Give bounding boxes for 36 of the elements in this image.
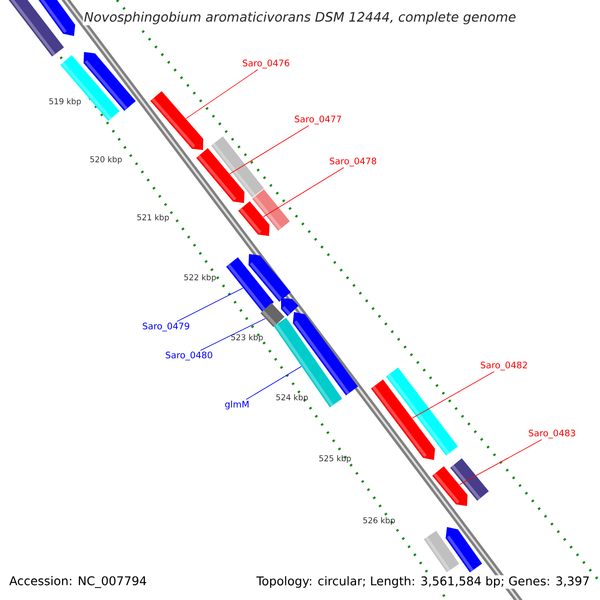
gene-label: Saro_0479: [142, 322, 190, 332]
scale-label: 522 kbp: [184, 274, 216, 282]
gene-label: glmM: [225, 400, 248, 410]
footer-text: Topology: circular; Length: 3,561,584 bp; Genes: 3,397: [255, 575, 591, 589]
leader-line: [200, 318, 266, 351]
leader-line: [412, 371, 494, 419]
leader-line: [229, 125, 310, 174]
gene-bar: [371, 380, 436, 460]
gene-bar: [238, 201, 270, 236]
gene-bar: [196, 148, 244, 203]
scale-label: 525 kbp: [319, 455, 351, 463]
scale-label: 519 kbp: [49, 98, 81, 106]
gene-label: Saro_0478: [330, 158, 376, 166]
gene-bar: [432, 466, 468, 506]
scale-label: 524 kbp: [276, 394, 308, 402]
leader-line: [176, 288, 244, 322]
scale-label: 520 kbp: [90, 156, 122, 164]
gene-bar: [274, 318, 342, 408]
gene-label: Saro_0483: [528, 430, 576, 438]
gene-label: Saro_0477: [294, 116, 342, 124]
leader-line: [186, 69, 258, 119]
gene-label: Saro_0476: [242, 60, 290, 68]
gene-bar: [424, 530, 460, 572]
footer-text: Accession: NC_007794: [9, 576, 146, 588]
title: Novosphingobium aromaticivorans DSM 12444, complete genome: [82, 10, 518, 26]
leader-line: [459, 439, 542, 486]
gene-bar: [226, 257, 274, 312]
leader-line: [246, 366, 302, 400]
leader-line: [262, 167, 344, 218]
gene-label: Saro_0480: [166, 352, 212, 360]
scale-label: 521 kbp: [137, 214, 169, 222]
gene-bar: [36, 0, 76, 36]
scale-label: 523 kbp: [231, 334, 263, 342]
gene-bar: [150, 91, 204, 150]
scale-label: 526 kbp: [363, 517, 395, 525]
gene-label: Saro_0482: [480, 362, 527, 370]
